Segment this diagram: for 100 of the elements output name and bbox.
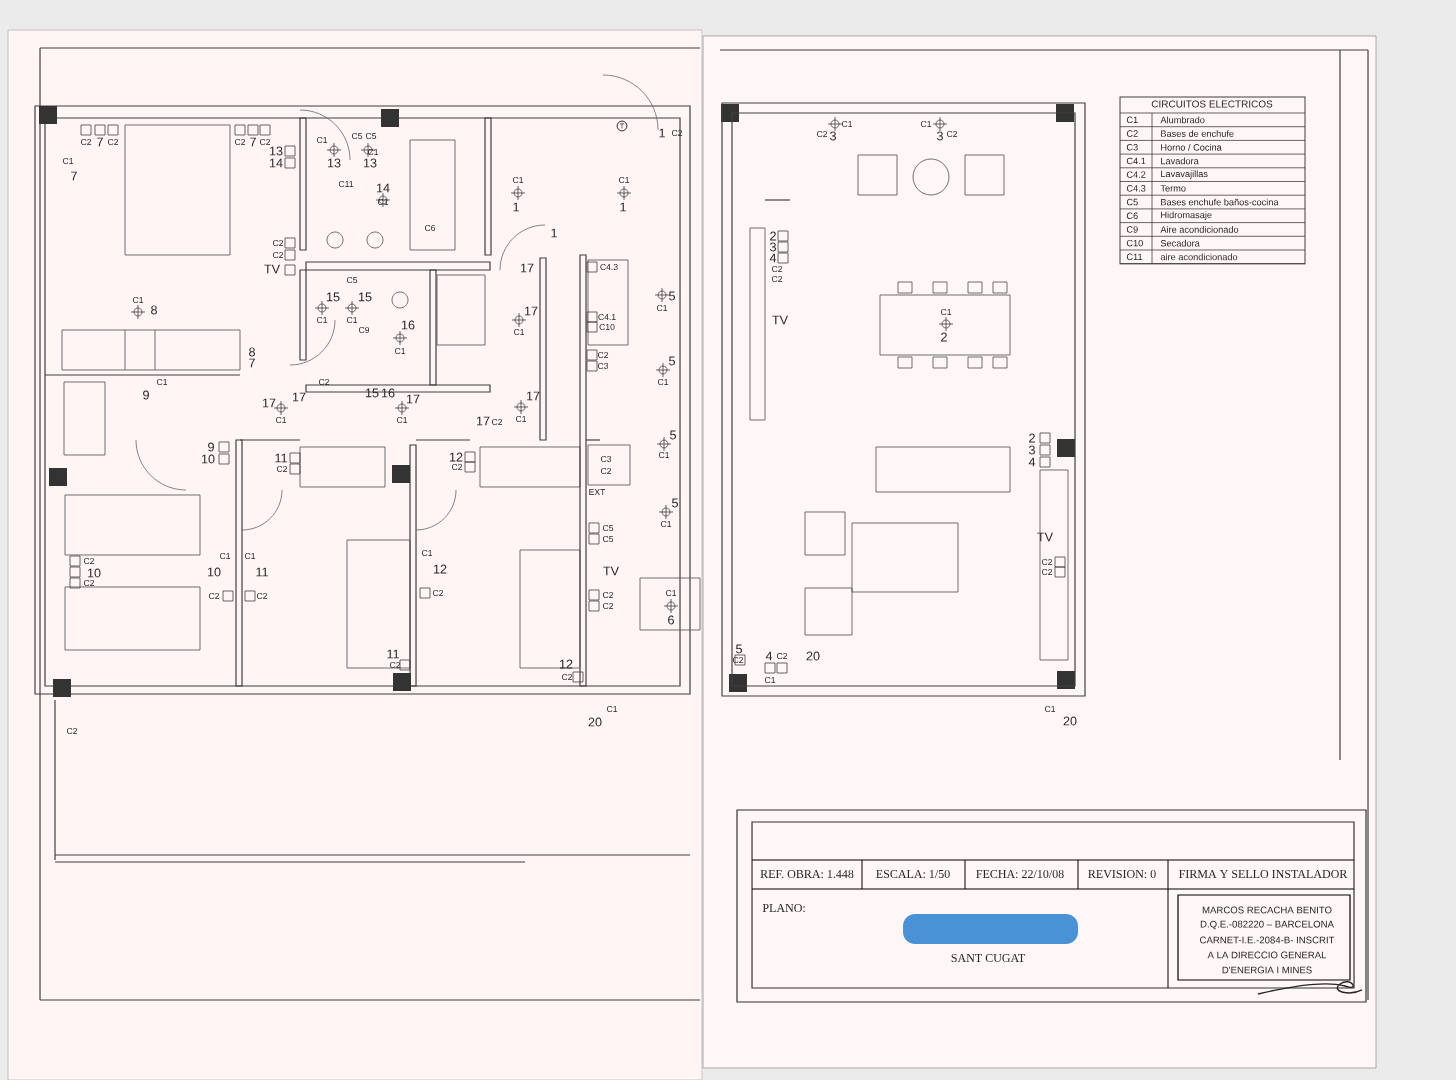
circuit-code: C1 [316, 136, 328, 144]
point-number: 7 [71, 171, 77, 181]
point-number: 5 [670, 430, 676, 440]
circuit-code: C2 [432, 589, 444, 597]
point-number: 11 [256, 567, 268, 577]
point-number: 11 [387, 649, 399, 659]
circuit-code: C1 [660, 520, 672, 528]
point-number: 3 [830, 131, 836, 141]
circuit-code: C5 [365, 132, 377, 140]
point-number: 15 [358, 292, 372, 302]
circuit-code: C1 [1044, 705, 1056, 713]
point-number: 12 [559, 659, 573, 669]
stamp-text: CARNET-I.E.-2084-B- INSCRIT [1200, 936, 1335, 944]
circuit-code: C2 [83, 557, 95, 565]
circuit-code: C2 [451, 463, 463, 471]
point-number: 15 [365, 388, 379, 398]
table-cell: Aire acondicionado [1160, 226, 1239, 233]
circuit-code: C11 [338, 180, 354, 188]
table-cell: C3 [1126, 144, 1138, 151]
circuit-code: C1 [920, 120, 932, 128]
point-number: TV [1037, 532, 1053, 542]
circuit-code: C2 [1041, 568, 1053, 576]
circuit-code: C2 [1041, 558, 1053, 566]
table-cell: Secadora [1160, 239, 1200, 247]
circuit-code: C2 [234, 138, 246, 146]
title-block-cell: FIRMA Y SELLO INSTALADOR [1179, 869, 1348, 879]
table-cell: Lavavajillas [1161, 170, 1208, 179]
circuit-code: C2 [771, 265, 783, 273]
point-number: 1 [620, 202, 626, 212]
point-number: 1 [513, 202, 519, 212]
address-text: SANT CUGAT [951, 953, 1025, 963]
table-cell: C4.3 [1126, 185, 1146, 192]
table-cell: Bases enchufe baños-cocina [1161, 198, 1279, 206]
circuit-code: C1 [515, 415, 527, 423]
point-number: TV [603, 566, 619, 576]
point-number: 4 [1028, 457, 1036, 467]
circuit-code: C1 [513, 328, 525, 336]
point-number: 3 [770, 242, 776, 252]
stamp-text: D'ENERGIA I MINES [1222, 966, 1312, 974]
circuit-code: C2 [597, 351, 609, 359]
circuit-code: C1 [377, 198, 389, 206]
point-number: 5 [736, 644, 742, 654]
point-number: 2 [770, 231, 776, 241]
circuit-code: C1 [275, 416, 287, 424]
point-number: 13 [269, 146, 283, 156]
title-block-cell: FECHA: 22/10/08 [976, 869, 1064, 879]
circuit-code: C2 [602, 602, 614, 610]
circuit-code: C2 [259, 138, 271, 146]
circuit-code: C2 [671, 129, 683, 137]
table-cell: C5 [1126, 198, 1138, 206]
stamp-text: MARCOS RECACHA BENITO [1202, 906, 1332, 914]
circuit-code: C1 [316, 316, 328, 324]
point-number: 5 [669, 356, 675, 366]
table-cell: Lavadora [1161, 157, 1199, 165]
circuit-code: C1 [657, 378, 669, 386]
point-number: 17 [406, 394, 420, 404]
circuit-code: C1 [421, 549, 433, 557]
circuit-code: C2 [318, 378, 330, 386]
point-number: 10 [87, 568, 101, 578]
point-number: 7 [249, 358, 255, 368]
point-number: 7 [250, 137, 256, 147]
point-number: 10 [207, 567, 221, 577]
table-header: CIRCUITOS ELECTRICOS [1151, 100, 1273, 108]
circuit-code: C2 [389, 661, 401, 669]
circuit-code: C5 [602, 524, 614, 532]
table-cell: C10 [1126, 239, 1143, 247]
point-number: 1 [659, 128, 665, 138]
title-block-cell: REVISION: 0 [1088, 869, 1156, 879]
point-number: 17 [524, 306, 538, 316]
field-label: PLANO: [762, 903, 805, 913]
circuit-code: C2 [816, 130, 828, 138]
point-number: 13 [327, 158, 341, 168]
point-number: 14 [269, 158, 283, 168]
circuit-code: C1 [512, 176, 524, 184]
table-cell: C11 [1126, 253, 1143, 261]
point-number: 3 [1029, 445, 1035, 455]
point-number: 7 [97, 137, 103, 147]
table-cell: Bases de enchufe [1161, 130, 1234, 137]
circuit-code: C3 [600, 455, 612, 463]
circuit-code: C5 [346, 276, 358, 284]
point-number: 14 [376, 183, 390, 193]
circuit-code: C2 [272, 239, 284, 247]
table-cell: C1 [1126, 116, 1138, 124]
circuit-code: C3 [597, 362, 609, 370]
point-number: 8 [151, 305, 157, 315]
point-number: 5 [672, 498, 678, 508]
circuit-code: C2 [561, 673, 573, 681]
point-number: TV [264, 264, 280, 274]
circuit-code: C2 [602, 591, 614, 599]
circuit-code: C9 [358, 326, 370, 334]
circuit-code: C1 [618, 176, 630, 184]
circuit-code: C2 [776, 652, 788, 660]
circuit-code: C6 [424, 224, 436, 232]
circuit-code: C1 [244, 552, 256, 560]
title-block-cell: REF. OBRA: 1.448 [760, 869, 854, 879]
circuit-code: C1 [658, 451, 670, 459]
circuit-code: C1 [656, 304, 668, 312]
point-number: 12 [433, 564, 447, 574]
table-cell: C9 [1126, 226, 1138, 233]
circuit-code: C2 [771, 275, 783, 283]
